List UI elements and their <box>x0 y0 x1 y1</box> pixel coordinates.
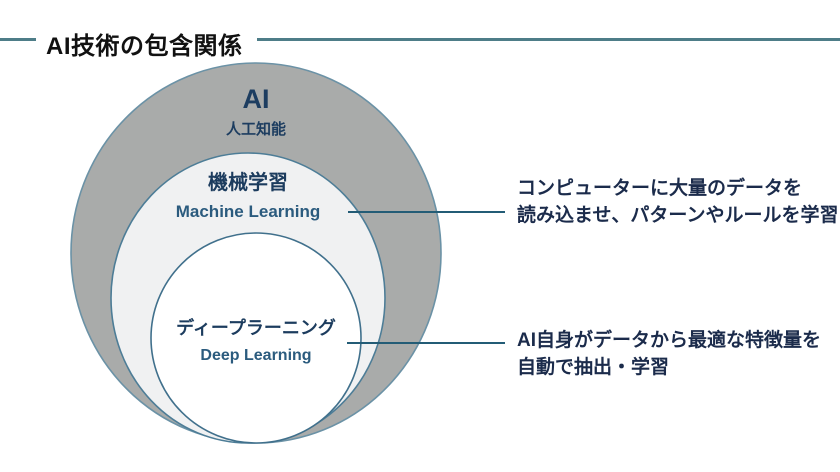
title-right-line <box>257 38 840 41</box>
ai-circle-sublabel: 人工知能 <box>225 121 287 138</box>
title-left-dash <box>0 38 36 41</box>
machine-learning-sublabel: Machine Learning <box>175 202 321 221</box>
page-title: AI技術の包含関係 <box>46 33 243 60</box>
machine-learning-annotation-line2: 読み込ませ、パターンやルールを学習 <box>517 205 839 226</box>
deep-learning-annotation: AI自身がデータから最適な特徴量を 自動で抽出・学習 <box>517 327 821 381</box>
machine-learning-annotation: コンピューターに大量のデータを 読み込ませ、パターンやルールを学習 <box>517 175 838 229</box>
deep-learning-circle <box>150 232 362 444</box>
deep-learning-annotation-line1: AI自身がデータから最適な特徴量を <box>517 330 822 351</box>
deep-learning-annotation-line2: 自動で抽出・学習 <box>517 357 670 378</box>
machine-learning-label: 機械学習 <box>208 172 288 194</box>
deep-learning-sublabel: Deep Learning <box>200 347 312 364</box>
deep-learning-label: ディープラーニング <box>176 318 336 338</box>
machine-learning-annotation-line1: コンピューターに大量のデータを <box>517 178 803 199</box>
ai-circle-label: AI <box>242 84 270 114</box>
